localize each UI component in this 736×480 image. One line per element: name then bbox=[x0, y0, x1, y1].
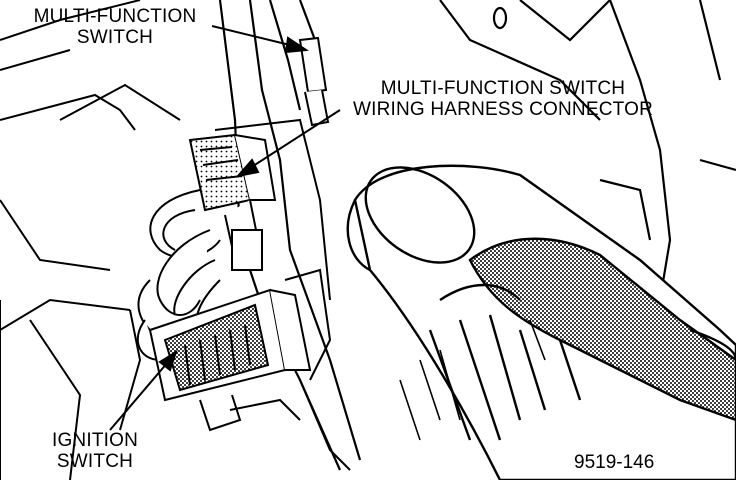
ignition-switch-connector bbox=[148, 288, 312, 432]
connector-label-line-2: WIRING HARNESS CONNECTOR bbox=[352, 99, 654, 120]
mfs-label-line-2: SWITCH bbox=[76, 27, 154, 48]
ignition-label-line-2: SWITCH bbox=[56, 451, 134, 472]
multi-function-switch-label: MULTI-FUNCTION SWITCH bbox=[20, 6, 210, 48]
mfs-label-line-1: MULTI-FUNCTION bbox=[33, 6, 197, 27]
figure-number: 9519-146 bbox=[574, 452, 655, 473]
mounting-bracket bbox=[214, 118, 351, 471]
ignition-switch-label: IGNITION SWITCH bbox=[20, 430, 170, 472]
steering-column bbox=[346, 164, 736, 480]
callout-leaders bbox=[109, 25, 341, 431]
column-ribs bbox=[399, 319, 546, 441]
dashboard-panel bbox=[0, 0, 181, 480]
multi-function-switch bbox=[298, 36, 330, 127]
connector-label-line-1: MULTI-FUNCTION SWITCH bbox=[380, 78, 626, 99]
ignition-label-line-1: IGNITION bbox=[51, 430, 139, 451]
harness-connector-label: MULTI-FUNCTION SWITCH WIRING HARNESS CON… bbox=[338, 78, 668, 120]
